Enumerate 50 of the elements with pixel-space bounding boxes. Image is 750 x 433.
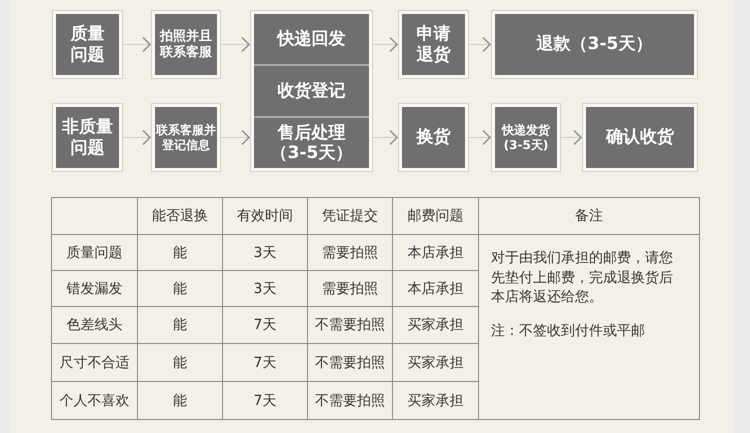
column-header: 能否退换 <box>138 198 222 234</box>
arrow <box>560 130 582 146</box>
table-value: 能 <box>138 270 222 306</box>
arrow <box>122 36 152 52</box>
note-text: 注：不签收到付件或平邮 <box>491 322 646 341</box>
table-value: 不需要拍照 <box>308 382 392 420</box>
step-text: 非质量问题 <box>61 117 114 158</box>
table-value: 需要拍照 <box>308 270 392 306</box>
process-panel <box>250 10 373 172</box>
table-value: 不需要拍照 <box>308 344 392 382</box>
step-text: 联系客服并登记信息 <box>156 123 216 152</box>
row-header: 错发漏发 <box>52 270 138 306</box>
arrow <box>372 130 398 146</box>
arrow <box>372 36 398 52</box>
note-text: 对于由我们承担的邮费，请您先垫付上邮费，完成退换货后本店将返还给您。 <box>491 249 673 308</box>
step-text: 质量问题 <box>70 24 106 65</box>
table-value: 需要拍照 <box>308 234 392 270</box>
table-value: 7天 <box>222 344 308 382</box>
arrow <box>122 130 152 146</box>
table-value: 能 <box>138 306 222 344</box>
column-header: 邮费问题 <box>392 198 478 234</box>
table-value: 本店承担 <box>392 234 478 270</box>
row-header: 个人不喜欢 <box>52 382 138 420</box>
arrow <box>220 36 250 52</box>
row-header: 色差线头 <box>52 306 138 344</box>
table-value: 能 <box>138 344 222 382</box>
row-header: 尺寸不合适 <box>52 344 138 382</box>
column-header: 有效时间 <box>222 198 308 234</box>
step-text: 收货登记 <box>278 80 346 102</box>
table-value: 3天 <box>222 270 308 306</box>
step-text: 快递回发 <box>278 28 346 50</box>
step-text: 快递发货(3-5天) <box>501 123 551 152</box>
arrow <box>220 130 250 146</box>
table-value: 能 <box>138 382 222 420</box>
column-header: 凭证提交 <box>308 198 392 234</box>
table-value: 能 <box>138 234 222 270</box>
table-value: 3天 <box>222 234 308 270</box>
step-text: 换货 <box>416 127 450 148</box>
step-text: 确认收货 <box>606 127 674 148</box>
step-text: 退款（3-5天） <box>536 34 652 55</box>
column-header: 备注 <box>478 198 700 234</box>
row-header: 质量问题 <box>52 234 138 270</box>
step-text: 申请退货 <box>416 24 452 65</box>
arrow <box>468 130 492 146</box>
table-value: 不需要拍照 <box>308 306 392 344</box>
table-value: 7天 <box>222 382 308 420</box>
step-text: 售后处理（3-5天） <box>270 122 354 164</box>
arrow <box>468 36 492 52</box>
step-text: 拍照并且联系客服 <box>159 28 213 60</box>
table-value: 7天 <box>222 306 308 344</box>
